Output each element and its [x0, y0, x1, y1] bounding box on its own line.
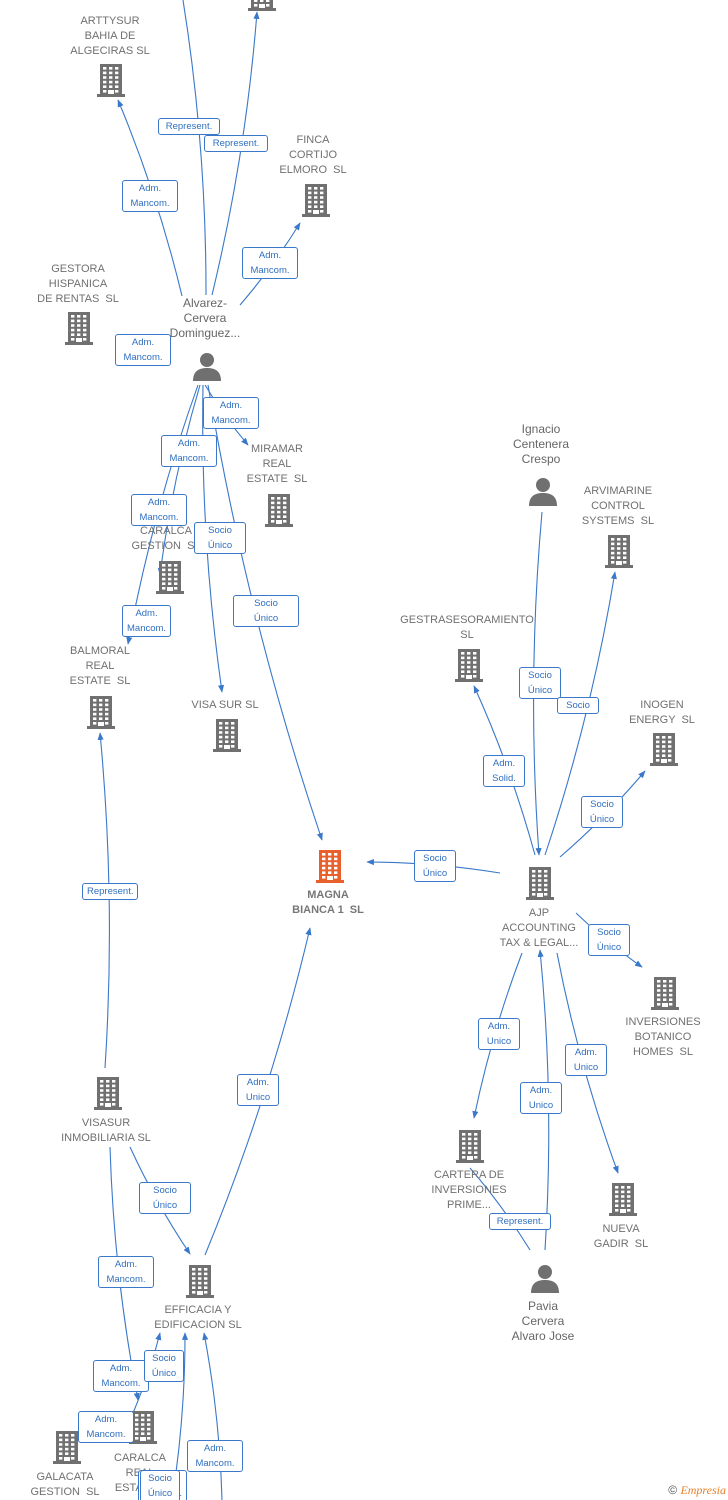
edge-line — [469, 1167, 531, 1251]
edge-line — [202, 1332, 223, 1500]
edge-relation-label: Adm. Mancom. — [122, 605, 172, 637]
company-label[interactable]: GESTRASESORAMIENTO SL — [400, 614, 534, 641]
edge-relation-label: Represent. — [489, 1213, 551, 1230]
building-icon[interactable] — [186, 1264, 214, 1303]
building-icon[interactable] — [302, 183, 330, 222]
building-icon[interactable] — [94, 1076, 122, 1115]
edge-relation-label: Adm. Mancom. — [93, 1360, 149, 1392]
company-label[interactable]: NUEVA GADIR SL — [593, 1223, 649, 1250]
person-icon[interactable] — [192, 351, 222, 386]
edge-relation-label: Represent. — [82, 883, 139, 900]
company-label[interactable]: VISA SUR SL — [191, 699, 259, 711]
edge-relation-label: Adm. Unico — [520, 1082, 562, 1114]
company-label[interactable]: MIRAMAR REAL ESTATE SL — [246, 443, 308, 485]
edge-relation-label: Adm. Unico — [565, 1044, 607, 1076]
building-icon[interactable] — [316, 849, 344, 888]
company-label[interactable]: BALMORAL REAL ESTATE SL — [69, 645, 131, 687]
building-icon[interactable] — [609, 1182, 637, 1221]
edge-relation-label: Socio Único — [140, 1470, 180, 1500]
building-icon[interactable] — [129, 1410, 157, 1449]
edge-relation-label: Socio Único — [139, 1182, 191, 1214]
building-icon[interactable] — [605, 534, 633, 573]
building-icon[interactable] — [265, 493, 293, 532]
edge-relation-label: Represent. — [158, 118, 220, 135]
company-label[interactable]: ARVIMARINE CONTROL SYSTEMS SL — [581, 485, 655, 527]
company-label[interactable]: CARALCA GESTION SL — [131, 525, 200, 552]
building-icon[interactable] — [156, 560, 184, 599]
company-label[interactable]: AJP ACCOUNTING TAX & LEGAL... — [499, 907, 579, 949]
company-label[interactable]: VISASUR INMOBILIARIA SL — [61, 1117, 151, 1144]
building-icon[interactable] — [53, 1430, 81, 1469]
edge-relation-label: Adm. Mancom. — [78, 1411, 134, 1443]
edge-relation-label: Socio Único — [194, 522, 246, 554]
edge-relation-label: Adm. Mancom. — [187, 1440, 243, 1472]
edge-relation-label: Socio Único — [233, 595, 299, 627]
building-icon[interactable] — [87, 695, 115, 734]
company-label[interactable]: CARTERA DE INVERSIONES PRIME... — [431, 1169, 507, 1211]
person-icon[interactable] — [530, 1263, 560, 1298]
edge-relation-label: Socio — [557, 697, 599, 714]
footer-brand: © Empresia — [668, 1483, 726, 1498]
building-icon[interactable] — [456, 1129, 484, 1168]
person-label[interactable]: Pavia Cervera Alvaro Jose — [511, 1299, 575, 1343]
person-label[interactable]: Alvarez- Cervera Dominguez... — [169, 296, 241, 340]
building-icon[interactable] — [455, 648, 483, 687]
edge-line — [211, 11, 260, 296]
edge-line — [182, 0, 207, 296]
company-label[interactable]: FINCA CORTIJO ELMORO SL — [279, 134, 347, 176]
company-label[interactable]: EFFICACIA Y EDIFICACION SL — [154, 1304, 242, 1331]
edge-relation-label: Socio Único — [588, 924, 630, 956]
edge-relation-label: Adm. Solid. — [483, 755, 525, 787]
company-label[interactable]: GESTORA HISPANICA DE RENTAS SL — [37, 263, 119, 305]
edge-relation-label: Adm. Mancom. — [203, 397, 259, 429]
edge-line — [157, 384, 201, 576]
building-icon[interactable] — [526, 866, 554, 905]
building-icon[interactable] — [97, 63, 125, 102]
edge-relation-label: Adm. Mancom. — [131, 494, 187, 526]
company-label[interactable]: INVERSIONES BOTANICO HOMES SL — [625, 1016, 701, 1058]
edge-relation-label: Socio Único — [144, 1350, 184, 1382]
building-icon[interactable] — [248, 0, 276, 16]
building-icon[interactable] — [650, 732, 678, 771]
person-label[interactable]: Ignacio Centenera Crespo — [512, 422, 570, 466]
brand-name: Empresia — [680, 1483, 726, 1497]
edge-relation-label: Adm. Mancom. — [161, 435, 217, 467]
edge-relation-label: Adm. Mancom. — [115, 334, 171, 366]
edge-relation-label: Socio Único — [581, 796, 623, 828]
edge-relation-label: Adm. Unico — [237, 1074, 279, 1106]
edge-relation-label: Adm. Mancom. — [98, 1256, 154, 1288]
company-label[interactable]: GALACATA GESTION SL — [30, 1471, 100, 1498]
building-icon[interactable] — [651, 976, 679, 1015]
edge-relation-label: Adm. Unico — [478, 1018, 520, 1050]
person-icon[interactable] — [528, 476, 558, 511]
building-icon[interactable] — [65, 311, 93, 350]
edge-line — [544, 571, 617, 856]
edge-relation-label: Adm. Mancom. — [122, 180, 178, 212]
edge-line — [97, 732, 110, 1069]
copyright-symbol: © — [668, 1483, 678, 1497]
edge-relation-label: Socio Único — [519, 667, 561, 699]
company-label[interactable]: ARTTYSUR BAHIA DE ALGECIRAS SL — [70, 15, 150, 57]
company-label[interactable]: INOGEN ENERGY SL — [629, 699, 695, 726]
building-icon[interactable] — [213, 718, 241, 757]
edge-relation-label: Represent. — [204, 135, 268, 152]
edge-relation-label: Socio Único — [414, 850, 456, 882]
company-label[interactable]: MAGNA BIANCA 1 SL — [292, 889, 364, 916]
edge-relation-label: Adm. Mancom. — [242, 247, 298, 279]
